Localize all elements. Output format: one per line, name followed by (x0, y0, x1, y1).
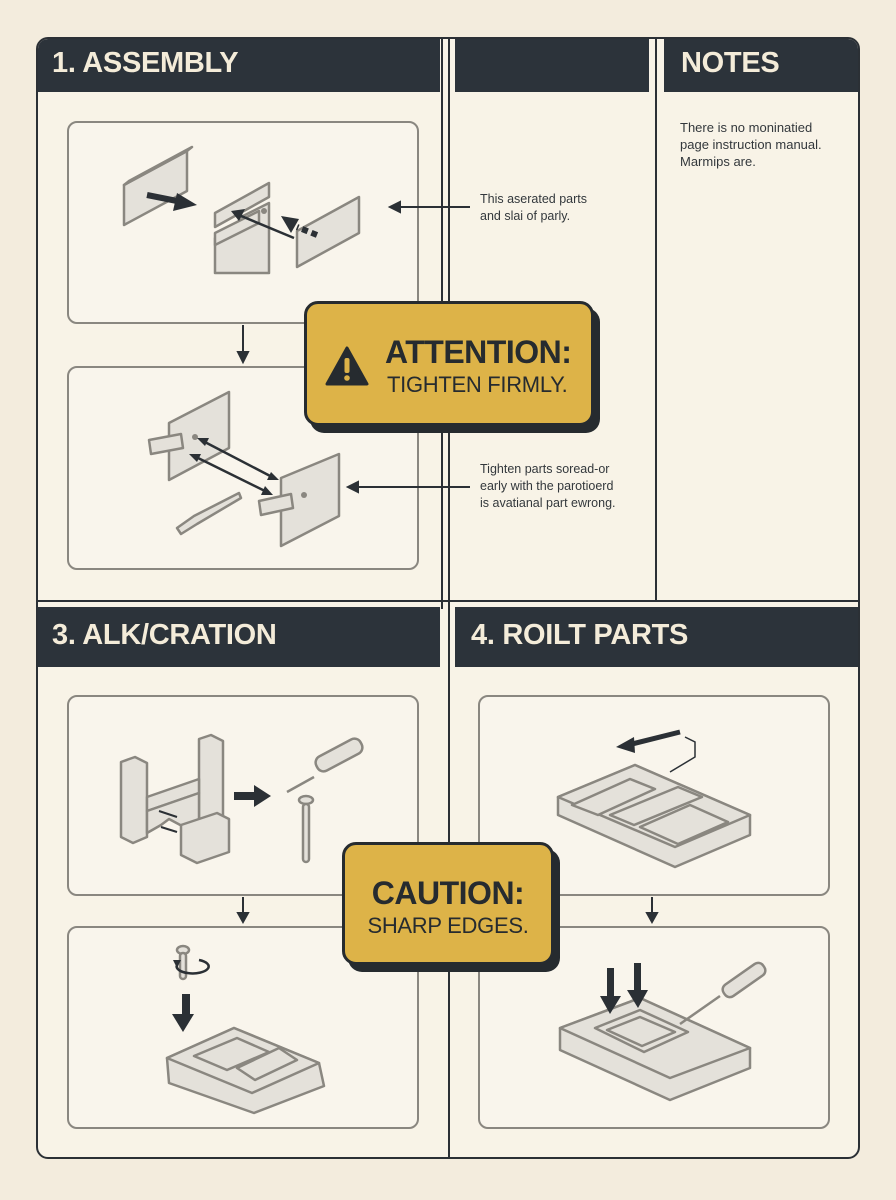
section-2-header (455, 39, 649, 92)
notes-title: NOTES (681, 47, 780, 79)
notes-line: Marmips are. (680, 154, 756, 169)
notes-text: There is no moninatied page instruction … (680, 119, 822, 170)
annotation-line: This aserated parts (480, 192, 587, 206)
caution-callout: CAUTION: SHARP EDGES. (342, 842, 554, 965)
plate-press-diagram (558, 961, 767, 1102)
divider-horizontal (38, 600, 858, 602)
section-4-title: 4. ROILT PARTS (471, 619, 689, 651)
step-4b-illustration-panel (478, 926, 830, 1129)
step-1a-illustration-panel (67, 121, 419, 324)
caution-title: CAUTION: (371, 875, 525, 911)
divider-vertical-mid (448, 39, 450, 1158)
annotation-line: Tighten parts soread-or (480, 462, 610, 476)
warning-triangle-icon (325, 346, 369, 386)
section-1-title: 1. ASSEMBLY (52, 47, 239, 79)
notes-line: There is no moninatied (680, 120, 813, 135)
notes-header (664, 39, 858, 92)
divider-vertical-notes (655, 39, 657, 601)
step-3a-illustration-panel (67, 695, 419, 896)
annotation-1: This aserated parts and slai of parly. (480, 191, 587, 225)
section-4-header (455, 607, 858, 667)
section-3-header (38, 607, 440, 667)
annotation-2: Tighten parts soread-or early with the p… (480, 461, 616, 512)
tray-slide-diagram (556, 729, 752, 869)
screw-insertion-diagram (165, 944, 326, 1115)
section-3-title: 3. ALK/CRATION (52, 619, 277, 651)
frame-disassembly-diagram (119, 733, 364, 865)
step-1b-illustration-panel (67, 366, 419, 570)
annotation-line: early with the parotioerd (480, 479, 614, 493)
notes-line: page instruction manual. (680, 137, 822, 152)
attention-title: ATTENTION: (385, 334, 572, 370)
section-1-header (38, 39, 440, 92)
caution-subtitle: SHARP EDGES. (367, 913, 529, 938)
annotation-line: and slai of parly. (480, 209, 571, 223)
step-4a-illustration-panel (478, 695, 830, 896)
attention-subtitle: TIGHTEN FIRMLY. (387, 372, 568, 397)
plates-assembly-diagram (122, 145, 361, 275)
brackets-screwdriver-diagram (147, 390, 341, 548)
attention-callout: ATTENTION: TIGHTEN FIRMLY. (304, 301, 594, 426)
annotation-line: is avatianal part ewrong. (480, 496, 616, 510)
